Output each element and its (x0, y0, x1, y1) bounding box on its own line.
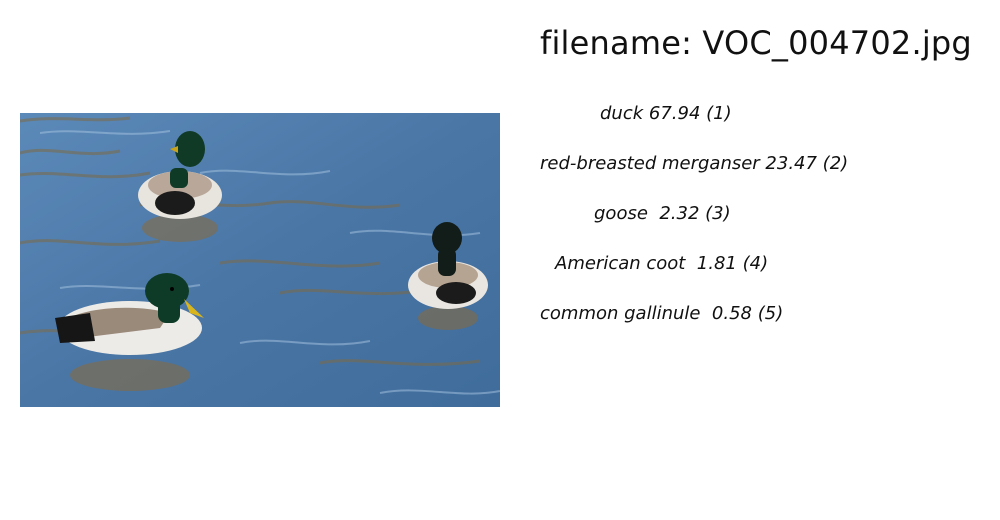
duck-photo (20, 113, 500, 407)
prediction-2: red-breasted merganser 23.47 (2) (540, 153, 849, 174)
prediction-1: duck 67.94 (1) (600, 103, 732, 124)
prediction-4: American coot 1.81 (4) (555, 253, 769, 274)
prediction-5: common gallinule 0.58 (5) (540, 303, 784, 324)
filename-title: filename: VOC_004702.jpg (540, 24, 972, 62)
prediction-3: goose 2.32 (3) (594, 203, 731, 224)
